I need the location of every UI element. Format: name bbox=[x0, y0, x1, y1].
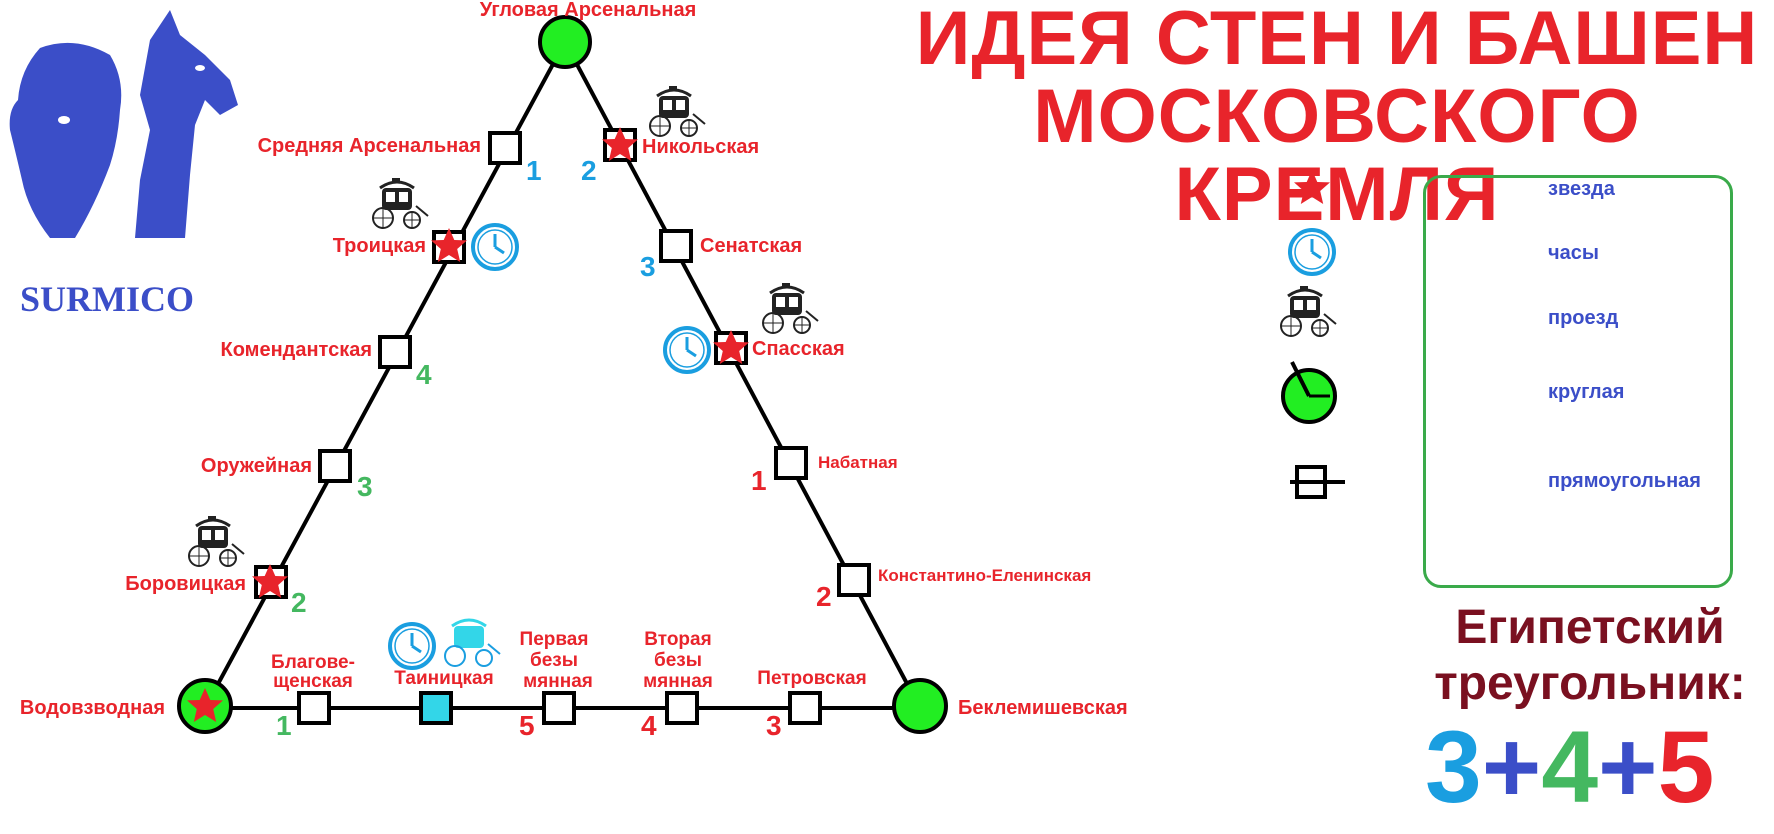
label-senatskaya: Сенатская bbox=[700, 235, 802, 257]
label-blagoveshchenskaya-1: Благове- bbox=[271, 652, 355, 673]
legend-box bbox=[1423, 175, 1733, 588]
label-spasskaya: Спасская bbox=[752, 338, 845, 360]
label-nikolskaya: Никольская bbox=[642, 136, 759, 158]
rect-tower-senatskaya bbox=[659, 229, 693, 263]
rect-tower-blagoveshchenskaya bbox=[297, 691, 331, 725]
number-left-1: 1 bbox=[526, 155, 542, 186]
rect-tower-tainitskaya bbox=[419, 691, 453, 725]
number-bottom-5: 5 bbox=[519, 710, 535, 741]
clock-icon bbox=[471, 223, 519, 271]
formula-4: 4 bbox=[1541, 710, 1599, 824]
clock-icon bbox=[388, 622, 436, 670]
number-bottom-4: 4 bbox=[641, 710, 657, 741]
label-vtoraya-3: мянная bbox=[643, 671, 713, 692]
number-left-3: 3 bbox=[357, 471, 373, 502]
rect-tower-konstantino bbox=[837, 563, 871, 597]
number-left-4: 4 bbox=[416, 359, 432, 390]
logo-text: SURMICO bbox=[20, 279, 195, 319]
number-right-3: 3 bbox=[640, 251, 656, 282]
label-pervaya-2: безы bbox=[530, 650, 578, 671]
carriage-icon bbox=[648, 84, 707, 138]
formula-plus-2: + bbox=[1598, 710, 1658, 824]
logo-illustration bbox=[9, 10, 238, 239]
label-beklemishevskaya: Беклемишевская bbox=[958, 697, 1128, 719]
legend-carriage-icon bbox=[1279, 284, 1338, 338]
title-line-2: МОСКОВСКОГО КРЕМЛЯ bbox=[1033, 74, 1641, 237]
label-borovitskaya: Боровицкая bbox=[125, 573, 246, 595]
label-pervaya-3: мянная bbox=[523, 671, 593, 692]
number-right-2b: 2 bbox=[816, 581, 832, 612]
number-left-2: 2 bbox=[291, 587, 307, 618]
label-komendantskaya: Комендантская bbox=[220, 339, 372, 361]
title-line-1: ИДЕЯ СТЕН И БАШЕН bbox=[915, 0, 1759, 81]
rect-tower-srednyaya bbox=[488, 131, 522, 165]
rect-tower-vtoraya bbox=[665, 691, 699, 725]
label-vodovzvodnaya: Водовзводная bbox=[20, 697, 165, 719]
number-right-2: 2 bbox=[581, 155, 597, 186]
round-tower-vodovzvodnaya bbox=[177, 678, 233, 734]
label-blagoveshchenskaya-2: щенская bbox=[273, 671, 353, 692]
carriage-icon bbox=[761, 281, 820, 335]
formula-3: 3 bbox=[1425, 710, 1482, 824]
carriage-icon bbox=[187, 514, 246, 568]
label-troitskaya: Троицкая bbox=[333, 235, 426, 257]
legend-label-clock: часы bbox=[1548, 242, 1599, 264]
legend-label-passage: проезд bbox=[1548, 307, 1619, 329]
label-vtoraya-1: Вторая bbox=[644, 629, 711, 650]
label-vtoraya-2: безы bbox=[654, 650, 702, 671]
round-tower-uglovaya bbox=[538, 15, 592, 69]
carriage-icon bbox=[371, 176, 430, 230]
egypt-line-1: Египетский bbox=[1455, 601, 1725, 654]
legend-round-icon bbox=[1281, 361, 1337, 424]
label-pervaya-1: Первая bbox=[520, 629, 589, 650]
formula: 3+4+5 bbox=[1425, 712, 1714, 822]
label-oruzheynaya: Оружейная bbox=[201, 455, 312, 477]
round-tower-beklemishevskaya bbox=[892, 678, 948, 734]
egypt-line-2: треугольник: bbox=[1434, 657, 1746, 710]
legend-label-rect: прямоугольная bbox=[1548, 470, 1701, 492]
rect-tower-komendantskaya bbox=[378, 335, 412, 369]
page-title: ИДЕЯ СТЕН И БАШЕН МОСКОВСКОГО КРЕМЛЯ bbox=[900, 0, 1774, 234]
formula-5: 5 bbox=[1657, 710, 1715, 824]
rect-tower-oruzheynaya bbox=[318, 449, 352, 483]
clock-icon bbox=[663, 326, 711, 374]
label-nabatnaya: Набатная bbox=[818, 453, 898, 472]
label-petrovskaya: Петровская bbox=[757, 668, 866, 689]
label-konstantino: Константино-Еленинская bbox=[878, 566, 1091, 585]
legend-label-round: круглая bbox=[1548, 381, 1625, 403]
label-uglovaya: Угловая Арсенальная bbox=[480, 0, 697, 21]
egypt-heading: Египетский треугольник: bbox=[1400, 600, 1774, 712]
legend-label-star: звезда bbox=[1548, 178, 1615, 200]
rect-tower-petrovskaya bbox=[788, 691, 822, 725]
formula-plus-1: + bbox=[1481, 710, 1542, 824]
label-tainitskaya: Таиницкая bbox=[394, 668, 493, 689]
number-bottom-3: 3 bbox=[766, 710, 782, 741]
label-srednyaya: Средняя Арсенальная bbox=[258, 135, 481, 157]
number-right-1: 1 bbox=[751, 465, 767, 496]
rect-tower-pervaya bbox=[542, 691, 576, 725]
legend-rect-icon bbox=[1290, 465, 1345, 499]
number-bottom-1: 1 bbox=[276, 710, 292, 741]
rect-tower-nabatnaya bbox=[774, 446, 808, 480]
carriage-icon-cyan bbox=[444, 618, 501, 667]
